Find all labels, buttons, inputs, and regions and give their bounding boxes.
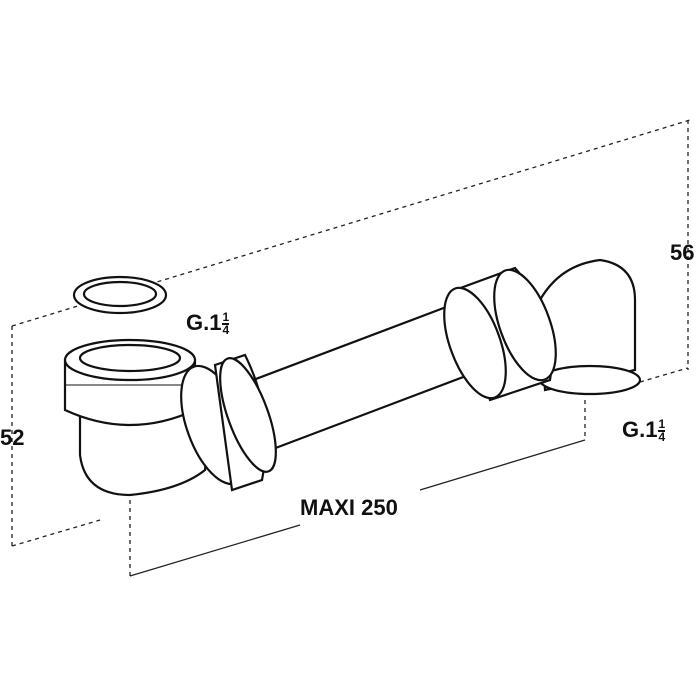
length-label: MAXI 250 <box>300 495 398 520</box>
right-flange <box>538 364 642 396</box>
right-elbow <box>538 258 637 392</box>
thread-prefix: G.1 <box>622 417 658 442</box>
height-left-label: 52 <box>0 425 25 450</box>
siphon-parts <box>63 258 642 497</box>
thread-denominator: 4 <box>658 430 666 445</box>
right-pipe-nut <box>443 266 557 402</box>
thread-numerator: 1 <box>658 417 666 433</box>
left-pipe-nut <box>180 353 277 492</box>
washer <box>72 275 168 315</box>
thread-prefix: G.1 <box>186 310 222 335</box>
thread-numerator: 1 <box>222 310 230 326</box>
thread-denominator: 4 <box>222 323 230 338</box>
length-line <box>129 439 586 577</box>
height-right-label: 56 <box>670 240 695 265</box>
